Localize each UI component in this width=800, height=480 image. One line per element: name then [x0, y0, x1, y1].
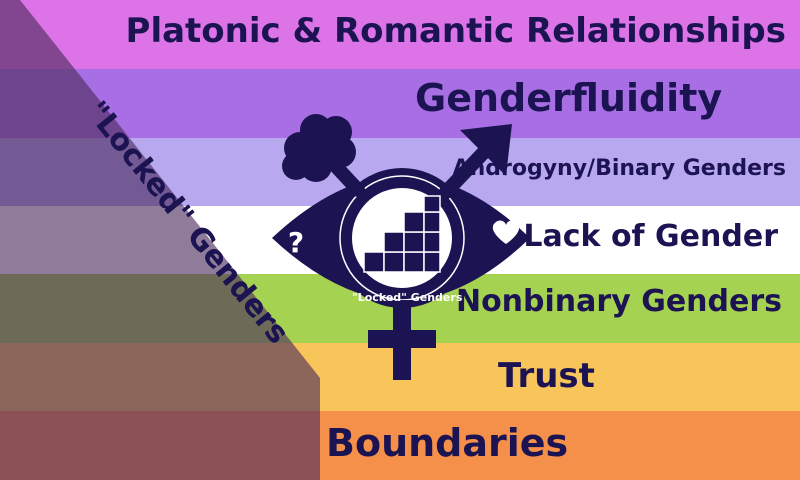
flower-icon [282, 114, 356, 182]
label-nonbinary: Nonbinary Genders [455, 284, 782, 319]
label-boundaries: Boundaries [326, 421, 569, 465]
arrow-icon [460, 124, 512, 176]
stripe-relationships [0, 0, 800, 69]
label-lack-of-gender: Lack of Gender [523, 219, 778, 254]
question-mark-icon: ? [288, 226, 304, 259]
label-androgyny: Androgyny/Binary Genders [452, 156, 786, 181]
heart-icon [492, 220, 520, 244]
label-genderfluidity: Genderfluidity [415, 76, 723, 120]
diagonal-overlay [0, 0, 320, 480]
venus-crossbar [368, 330, 436, 348]
center-label: "Locked" Genders [352, 291, 463, 304]
label-trust: Trust [498, 356, 595, 396]
stripe-genderfluidity [0, 69, 800, 138]
blocks-icon [363, 195, 441, 273]
label-relationships: Platonic & Romantic Relationships [125, 11, 786, 51]
